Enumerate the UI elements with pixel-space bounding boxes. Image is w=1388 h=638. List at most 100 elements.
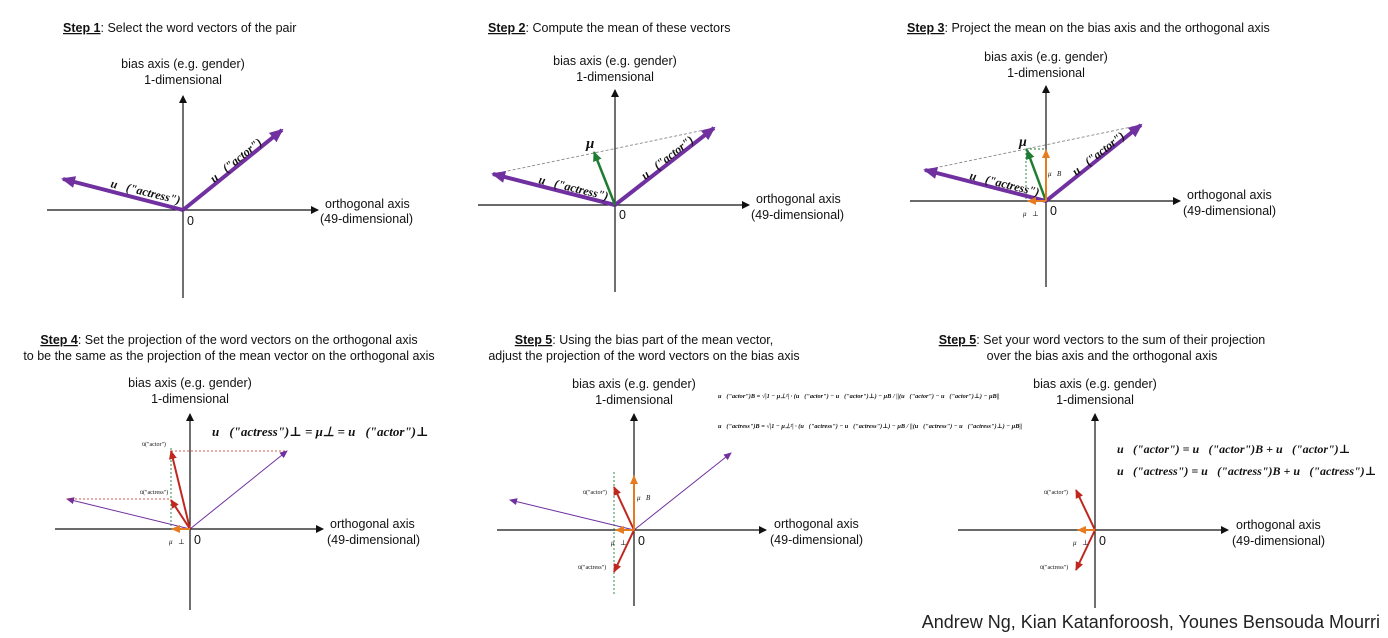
panel-step-2: Step 2: Compute the mean of these vector… bbox=[478, 21, 844, 292]
actor-vector bbox=[633, 452, 732, 531]
new-actress-vector bbox=[613, 529, 635, 573]
panel-5b-caption-line-1: Step 5: Set your word vectors to the sum… bbox=[939, 333, 1266, 347]
orthogonal-axis-dimension: (49-dimensional) bbox=[327, 533, 420, 547]
origin-label: 0 bbox=[619, 208, 626, 222]
origin-label: 0 bbox=[1099, 534, 1106, 548]
small-actress-label: ū("actress") bbox=[140, 489, 168, 496]
step-desc: : Using the bias part of the mean vector… bbox=[552, 333, 773, 347]
mean-label: μ⃗ bbox=[1018, 135, 1038, 150]
mean-vector bbox=[592, 151, 617, 206]
orthogonal-axis-label: orthogonal axis bbox=[1187, 188, 1272, 202]
step-label: Step 3 bbox=[907, 21, 945, 35]
orthogonal-axis-dimension: (49-dimensional) bbox=[1232, 534, 1325, 548]
orthogonal-axis-label: orthogonal axis bbox=[774, 517, 859, 531]
mean-bias-label: μ⃗B bbox=[1048, 170, 1062, 178]
bias-axis-label: bias axis (e.g. gender) bbox=[121, 57, 245, 71]
mean-orth-label: μ⃗⊥ bbox=[1073, 539, 1089, 547]
actor-label: u⃗("actor") bbox=[638, 133, 696, 183]
bias-axis-dimension: 1-dimensional bbox=[144, 73, 222, 87]
mean-orth-label: μ⃗⊥ bbox=[611, 539, 627, 547]
bias-axis-label: bias axis (e.g. gender) bbox=[984, 50, 1108, 64]
final-actress-vector bbox=[1075, 529, 1096, 571]
mean-bias-label: μ⃗B bbox=[637, 494, 651, 502]
panel-step-1: Step 1: Select the word vectors of the p… bbox=[47, 21, 413, 298]
step-label: Step 5 bbox=[515, 333, 553, 347]
panel-5a-caption-line-2: adjust the projection of the word vector… bbox=[488, 349, 799, 363]
small-actor-label: ū("actor") bbox=[583, 489, 607, 496]
actor-label: u⃗("actor") bbox=[207, 135, 265, 185]
actress-vector bbox=[509, 498, 635, 531]
mean-orth-label: μ⃗⊥ bbox=[1023, 210, 1039, 218]
bias-axis-dimension: 1-dimensional bbox=[1056, 393, 1134, 407]
small-actress-label: ū("actress") bbox=[1040, 564, 1068, 571]
bias-axis-label: bias axis (e.g. gender) bbox=[1033, 377, 1157, 391]
small-actor-label: ū("actor") bbox=[1044, 489, 1068, 496]
step-5-actress-equation: u⃗("actress")B = √|1 − μ⊥²| · (u⃗("actre… bbox=[718, 423, 1022, 430]
bias-axis-label: bias axis (e.g. gender) bbox=[572, 377, 696, 391]
origin-label: 0 bbox=[1050, 204, 1057, 218]
debiasing-diagram: Step 1: Select the word vectors of the p… bbox=[23, 21, 1376, 610]
panel-4-caption-line-1: Step 4: Set the projection of the word v… bbox=[40, 333, 417, 347]
author-credit: Andrew Ng, Kian Katanforoosh, Younes Ben… bbox=[921, 612, 1380, 632]
orthogonal-axis-label: orthogonal axis bbox=[330, 517, 415, 531]
endpoint-dashed-line bbox=[492, 127, 715, 175]
panel-3-caption: Step 3: Project the mean on the bias axi… bbox=[907, 21, 1270, 35]
actress-vector bbox=[923, 167, 1047, 203]
orthogonal-axis-label: orthogonal axis bbox=[1236, 518, 1321, 532]
panel-step-5b: Step 5: Set your word vectors to the sum… bbox=[939, 333, 1376, 608]
step-4-equation: u⃗("actress")⊥ = μ⊥ = u⃗("actor")⊥ bbox=[212, 424, 428, 439]
step-label: Step 2 bbox=[488, 21, 526, 35]
orthogonal-axis-dimension: (49-dimensional) bbox=[1183, 204, 1276, 218]
panel-step-3: Step 3: Project the mean on the bias axi… bbox=[907, 21, 1276, 287]
step-label: Step 1 bbox=[63, 21, 101, 35]
small-actress-label: ū("actress") bbox=[578, 564, 606, 571]
actress-vector bbox=[66, 497, 191, 530]
actor-label: u⃗("actor") bbox=[1069, 129, 1127, 179]
step-desc: : Project the mean on the bias axis and … bbox=[945, 21, 1270, 35]
origin-label: 0 bbox=[638, 534, 645, 548]
panel-1-caption: Step 1: Select the word vectors of the p… bbox=[63, 21, 296, 35]
bias-axis-dimension: 1-dimensional bbox=[576, 70, 654, 84]
mean-label: μ⃗ bbox=[585, 136, 606, 152]
actor-vector bbox=[181, 128, 284, 212]
small-actor-label: ū("actor") bbox=[142, 441, 166, 448]
final-actor-vector bbox=[1075, 489, 1096, 531]
step-5-actor-equation: u⃗("actor")B = √|1 − μ⊥²| · (u⃗("actor")… bbox=[718, 393, 999, 400]
endpoint-dashed-line bbox=[924, 124, 1142, 171]
bias-axis-dimension: 1-dimensional bbox=[1007, 66, 1085, 80]
origin-label: 0 bbox=[187, 214, 194, 228]
mean-vector bbox=[1025, 149, 1048, 202]
step-label: Step 4 bbox=[40, 333, 78, 347]
actor-vector bbox=[613, 126, 716, 207]
actress-label: u⃗("actress") bbox=[537, 172, 610, 203]
step-desc: : Select the word vectors of the pair bbox=[101, 21, 297, 35]
actress-label: u⃗("actress") bbox=[109, 176, 182, 207]
mean-orth-label: μ⃗⊥ bbox=[169, 538, 185, 546]
final-actress-equation: u⃗("actress") = u⃗("actress")B + u⃗("act… bbox=[1117, 464, 1376, 478]
new-actor-vector bbox=[613, 486, 635, 531]
new-actor-vector bbox=[169, 450, 191, 530]
panel-2-caption: Step 2: Compute the mean of these vector… bbox=[488, 21, 730, 35]
actor-vector bbox=[189, 450, 288, 530]
orthogonal-axis-label: orthogonal axis bbox=[325, 197, 410, 211]
final-actor-equation: u⃗("actor") = u⃗("actor")B + u⃗("actor")… bbox=[1117, 442, 1350, 456]
actress-vector bbox=[61, 176, 184, 212]
orthogonal-axis-label: orthogonal axis bbox=[756, 192, 841, 206]
orthogonal-axis-dimension: (49-dimensional) bbox=[751, 208, 844, 222]
bias-axis-dimension: 1-dimensional bbox=[595, 393, 673, 407]
panel-5b-caption-line-2: over the bias axis and the orthogonal ax… bbox=[987, 349, 1218, 363]
panel-5a-caption-line-1: Step 5: Using the bias part of the mean … bbox=[515, 333, 773, 347]
step-desc: : Set your word vectors to the sum of th… bbox=[976, 333, 1265, 347]
actress-vector bbox=[491, 171, 616, 207]
panel-step-4: Step 4: Set the projection of the word v… bbox=[23, 333, 435, 610]
panel-4-caption-line-2: to be the same as the projection of the … bbox=[23, 349, 434, 363]
origin-label: 0 bbox=[194, 533, 201, 547]
step-desc: : Compute the mean of these vectors bbox=[526, 21, 731, 35]
bias-axis-dimension: 1-dimensional bbox=[151, 392, 229, 406]
step-label: Step 5 bbox=[939, 333, 977, 347]
actor-vector bbox=[1044, 123, 1143, 203]
orthogonal-axis-dimension: (49-dimensional) bbox=[320, 212, 413, 226]
new-actress-vector bbox=[170, 499, 191, 530]
bias-axis-label: bias axis (e.g. gender) bbox=[128, 376, 252, 390]
step-desc: : Set the projection of the word vectors… bbox=[78, 333, 418, 347]
